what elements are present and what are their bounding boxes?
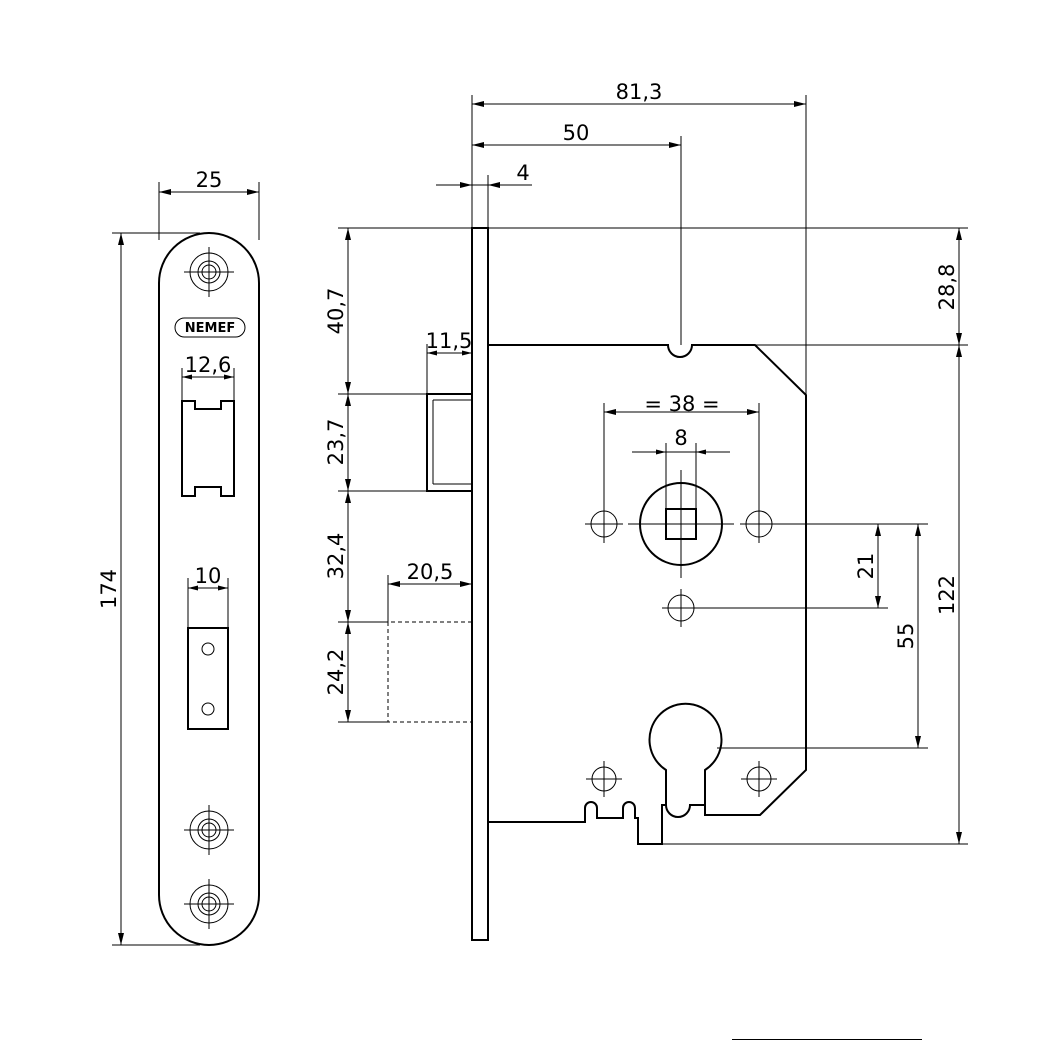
cylinder-profile	[648, 702, 723, 805]
faceplate-front-view: NEMEF 25	[97, 168, 260, 946]
bolt-side-dashed	[387, 621, 472, 723]
lock-side-view: 81,3 50 4 11,5	[324, 80, 968, 941]
bolt-opening	[187, 627, 229, 730]
dim-label-latch-width: 12,6	[185, 353, 232, 377]
dimension-gap: 32,4	[324, 491, 351, 622]
dimension-handle-distance: 50	[472, 121, 681, 148]
dim-label-screw-spacing: = 38 =	[644, 392, 719, 416]
through-hole-bottom-right	[741, 761, 777, 797]
dim-label-top-to-case: 28,8	[935, 264, 959, 311]
dimension-bolt-height: 24,2	[324, 622, 351, 722]
dimension-case-height: 122	[935, 345, 962, 844]
dim-label-center-distance: 55	[894, 623, 918, 650]
dim-label-gap: 32,4	[324, 533, 348, 580]
dimension-top-to-case: 28,8	[935, 228, 962, 345]
dim-label-faceplate-height: 174	[97, 569, 121, 609]
dim-label-handle-distance: 50	[563, 121, 590, 145]
dim-label-top-offset: 40,7	[324, 288, 348, 335]
dim-label-faceplate-width: 25	[196, 168, 223, 192]
dim-label-bolt-height: 24,2	[324, 649, 348, 696]
brand-badge-outline	[174, 317, 246, 338]
latch-side	[426, 393, 472, 492]
dim-label-bolt-width: 10	[195, 564, 222, 588]
dim-label-spindle: 8	[674, 426, 687, 450]
dimension-faceplate-width: 25	[158, 168, 260, 240]
faceplate-side	[471, 227, 489, 941]
dim-label-backset-total: 81,3	[616, 80, 663, 104]
dimension-center-offset: 21	[854, 524, 881, 608]
dimension-faceplate-thickness: 4	[436, 161, 532, 188]
through-hole-bottom-left	[586, 761, 622, 797]
faceplate-screw-hole-middle	[184, 805, 234, 855]
dimension-latch-projection: 11,5	[426, 329, 473, 394]
dimension-screw-spacing: = 38 =	[603, 392, 760, 505]
dim-label-latch-height: 23,7	[324, 419, 348, 466]
through-hole-left	[585, 505, 623, 543]
faceplate-screw-hole-bottom	[184, 879, 234, 929]
lock-case-outline	[488, 344, 807, 845]
faceplate-screw-hole-top	[184, 247, 234, 297]
dim-label-latch-projection: 11,5	[426, 329, 473, 353]
dimension-bolt-projection: 20,5	[387, 560, 473, 622]
through-hole-right	[740, 505, 778, 543]
dimension-backset-total: 81,3	[472, 80, 806, 107]
dimension-center-distance: 55	[894, 524, 921, 748]
dimension-faceplate-height: 174	[97, 232, 200, 946]
brand-logo: NEMEF	[185, 321, 235, 336]
faceplate-outline	[158, 232, 260, 946]
dimension-bolt-width: 10	[187, 564, 229, 627]
dimension-top-offset: 40,7	[324, 228, 351, 394]
dimension-spindle: 8	[632, 426, 730, 509]
dim-label-bolt-projection: 20,5	[407, 560, 454, 584]
dimension-latch-width: 12,6	[181, 353, 235, 400]
bolt-hole-lower	[201, 702, 215, 716]
dim-label-case-height: 122	[935, 575, 959, 615]
through-hole-middle	[662, 589, 700, 627]
dimension-latch-height: 23,7	[324, 394, 351, 491]
dim-label-center-offset: 21	[854, 553, 878, 580]
bolt-hole-upper	[201, 642, 215, 656]
dim-label-faceplate-thickness: 4	[516, 161, 529, 185]
latch-opening	[181, 400, 235, 497]
